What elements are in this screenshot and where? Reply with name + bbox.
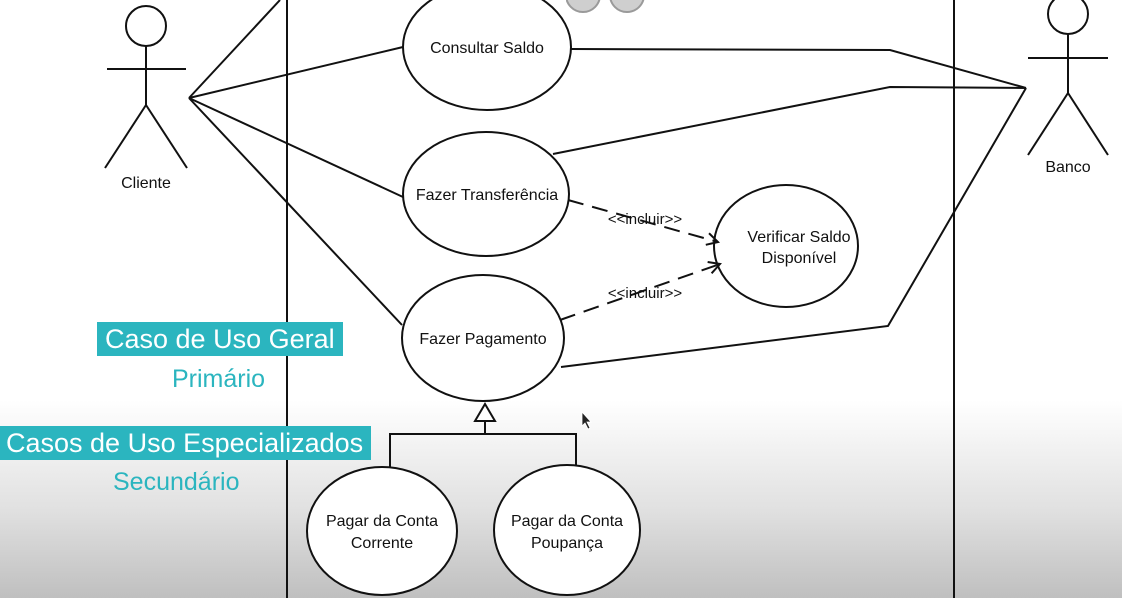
assoc-banco-consultar — [570, 48, 1027, 89]
include-label-2: <<incluir>> — [608, 285, 682, 302]
usecase-verificar-saldo — [713, 184, 859, 308]
usecase-pagar-poupanca-label-1: Pagar da Conta — [511, 513, 623, 530]
player-control-circle-left[interactable] — [566, 0, 601, 13]
usecase-verificar-saldo-label-2: Disponível — [762, 250, 837, 267]
usecase-fazer-pagamento-label: Fazer Pagamento — [419, 331, 546, 348]
include-label-1: <<incluir>> — [608, 211, 682, 228]
actor-cliente — [104, 5, 188, 169]
top-player-controls — [566, 0, 645, 13]
actor-cliente-leg-right — [145, 104, 188, 169]
casos-uso-especializados-sub: Secundário — [113, 468, 240, 496]
usecase-fazer-pagamento — [401, 274, 565, 402]
casos-uso-especializados-badge: Casos de Uso Especializados — [0, 426, 372, 460]
usecase-fazer-transferencia-label: Fazer Transferência — [416, 187, 558, 204]
actor-banco-leg-right — [1067, 92, 1109, 156]
usecase-fazer-transferencia — [402, 131, 570, 257]
actor-banco — [1027, 0, 1109, 156]
generalization-triangle — [473, 402, 497, 422]
assoc-cliente-consultar — [188, 46, 404, 99]
assoc-cliente-transferencia — [188, 97, 404, 198]
actor-cliente-label: Cliente — [121, 175, 171, 192]
caso-uso-geral-sub: Primário — [172, 365, 266, 393]
actor-cliente-head — [125, 5, 167, 47]
generalization-connector — [389, 433, 577, 468]
usecase-pagar-corrente-label-1: Pagar da Conta — [326, 513, 438, 530]
usecase-pagar-corrente — [306, 466, 458, 596]
assoc-banco-pagamento — [560, 87, 1027, 368]
usecase-consultar-saldo-label: Consultar Saldo — [430, 40, 544, 57]
assoc-cliente-top — [188, 0, 281, 99]
include-arrow-transferencia — [567, 199, 718, 242]
usecase-consultar-saldo — [402, 0, 572, 111]
player-control-circle-right[interactable] — [609, 0, 645, 13]
assoc-cliente-pagamento — [188, 97, 403, 326]
caso-uso-geral-badge: Caso de Uso Geral — [97, 322, 343, 356]
actor-banco-head — [1047, 0, 1089, 35]
actor-banco-label: Banco — [1045, 159, 1090, 176]
include-arrow-pagamento — [559, 264, 720, 321]
usecase-pagar-poupanca-label-2: Poupança — [531, 535, 603, 552]
usecase-verificar-saldo-label-1: Verificar Saldo — [747, 229, 850, 246]
assoc-banco-transferencia — [552, 85, 1027, 155]
usecase-pagar-corrente-label-2: Corrente — [351, 535, 413, 552]
mouse-cursor-icon — [581, 410, 592, 430]
usecase-pagar-poupanca — [493, 464, 641, 596]
actor-banco-leg-left — [1027, 92, 1069, 156]
actor-cliente-leg-left — [104, 104, 147, 169]
